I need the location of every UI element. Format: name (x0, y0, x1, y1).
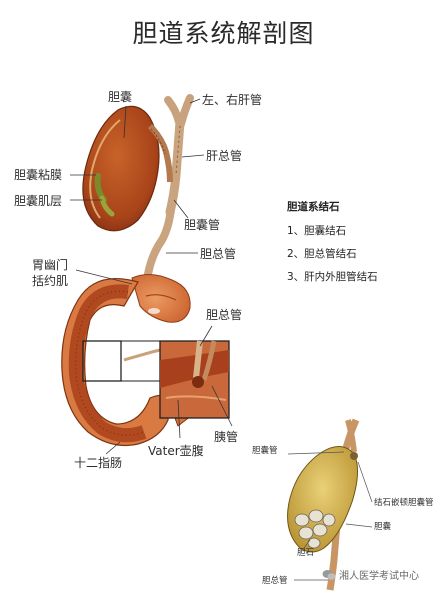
label-gallbladder-muscle: 胆囊肌层 (14, 194, 63, 208)
gallstone-types: 胆道系结石 1、胆囊结石 2、胆总管结石 3、肝内外胆管结石 (287, 196, 378, 289)
hepatic-duct-branches (164, 94, 194, 217)
label-pylorus-line2: 括约肌 (32, 274, 69, 288)
leader-lines (70, 98, 233, 455)
stomach-pylorus (131, 274, 191, 323)
label-common-bile-duct-magnified: 胆总管 (206, 308, 243, 322)
inset-gallstone-diagram (287, 418, 373, 591)
gallstone-type-item: 3、肝内外胆管结石 (287, 271, 378, 283)
label-ampulla-of-vater: Vater壶腹 (148, 444, 204, 458)
label-pancreatic-duct: 胰管 (214, 430, 239, 444)
ampulla-magnified (159, 340, 230, 419)
gallstone-type-item: 2、胆总管结石 (287, 248, 357, 260)
zoom-source-box (82, 340, 122, 382)
common-bile-duct-tube (144, 196, 176, 278)
inset-label-gallbladder: 胆囊 (374, 522, 392, 532)
label-cystic-duct: 胆囊管 (184, 218, 221, 232)
label-gallbladder-mucosa: 胆囊粘膜 (14, 168, 63, 182)
gallbladder-shape (82, 105, 173, 232)
inset-label-common-bile-duct: 胆总管 (262, 576, 288, 586)
wechat-icon (322, 569, 336, 580)
inset-label-neck-stone: 结石嵌顿胆囊管 (374, 498, 434, 508)
inset-label-stone: 胆石 (297, 548, 315, 558)
watermark: 湘人医学考试中心 (322, 567, 419, 582)
label-gallbladder: 胆囊 (108, 90, 133, 104)
watermark-text: 湘人医学考试中心 (339, 571, 419, 582)
label-duodenum: 十二指肠 (74, 456, 123, 470)
label-pylorus-line1: 胃幽门 (32, 258, 69, 272)
gallstone-type-item: 1、胆囊结石 (287, 225, 347, 237)
label-common-bile-duct: 胆总管 (200, 247, 237, 261)
gallstone-types-heading: 胆道系结石 (287, 201, 340, 213)
inset-stones (294, 509, 336, 549)
label-hepatic-ducts: 左、右肝管 (202, 93, 263, 107)
label-common-hepatic-duct: 肝总管 (206, 149, 243, 163)
page-title: 胆道系统解剖图 (132, 19, 315, 48)
inset-label-cystic-duct: 胆囊管 (252, 446, 278, 456)
